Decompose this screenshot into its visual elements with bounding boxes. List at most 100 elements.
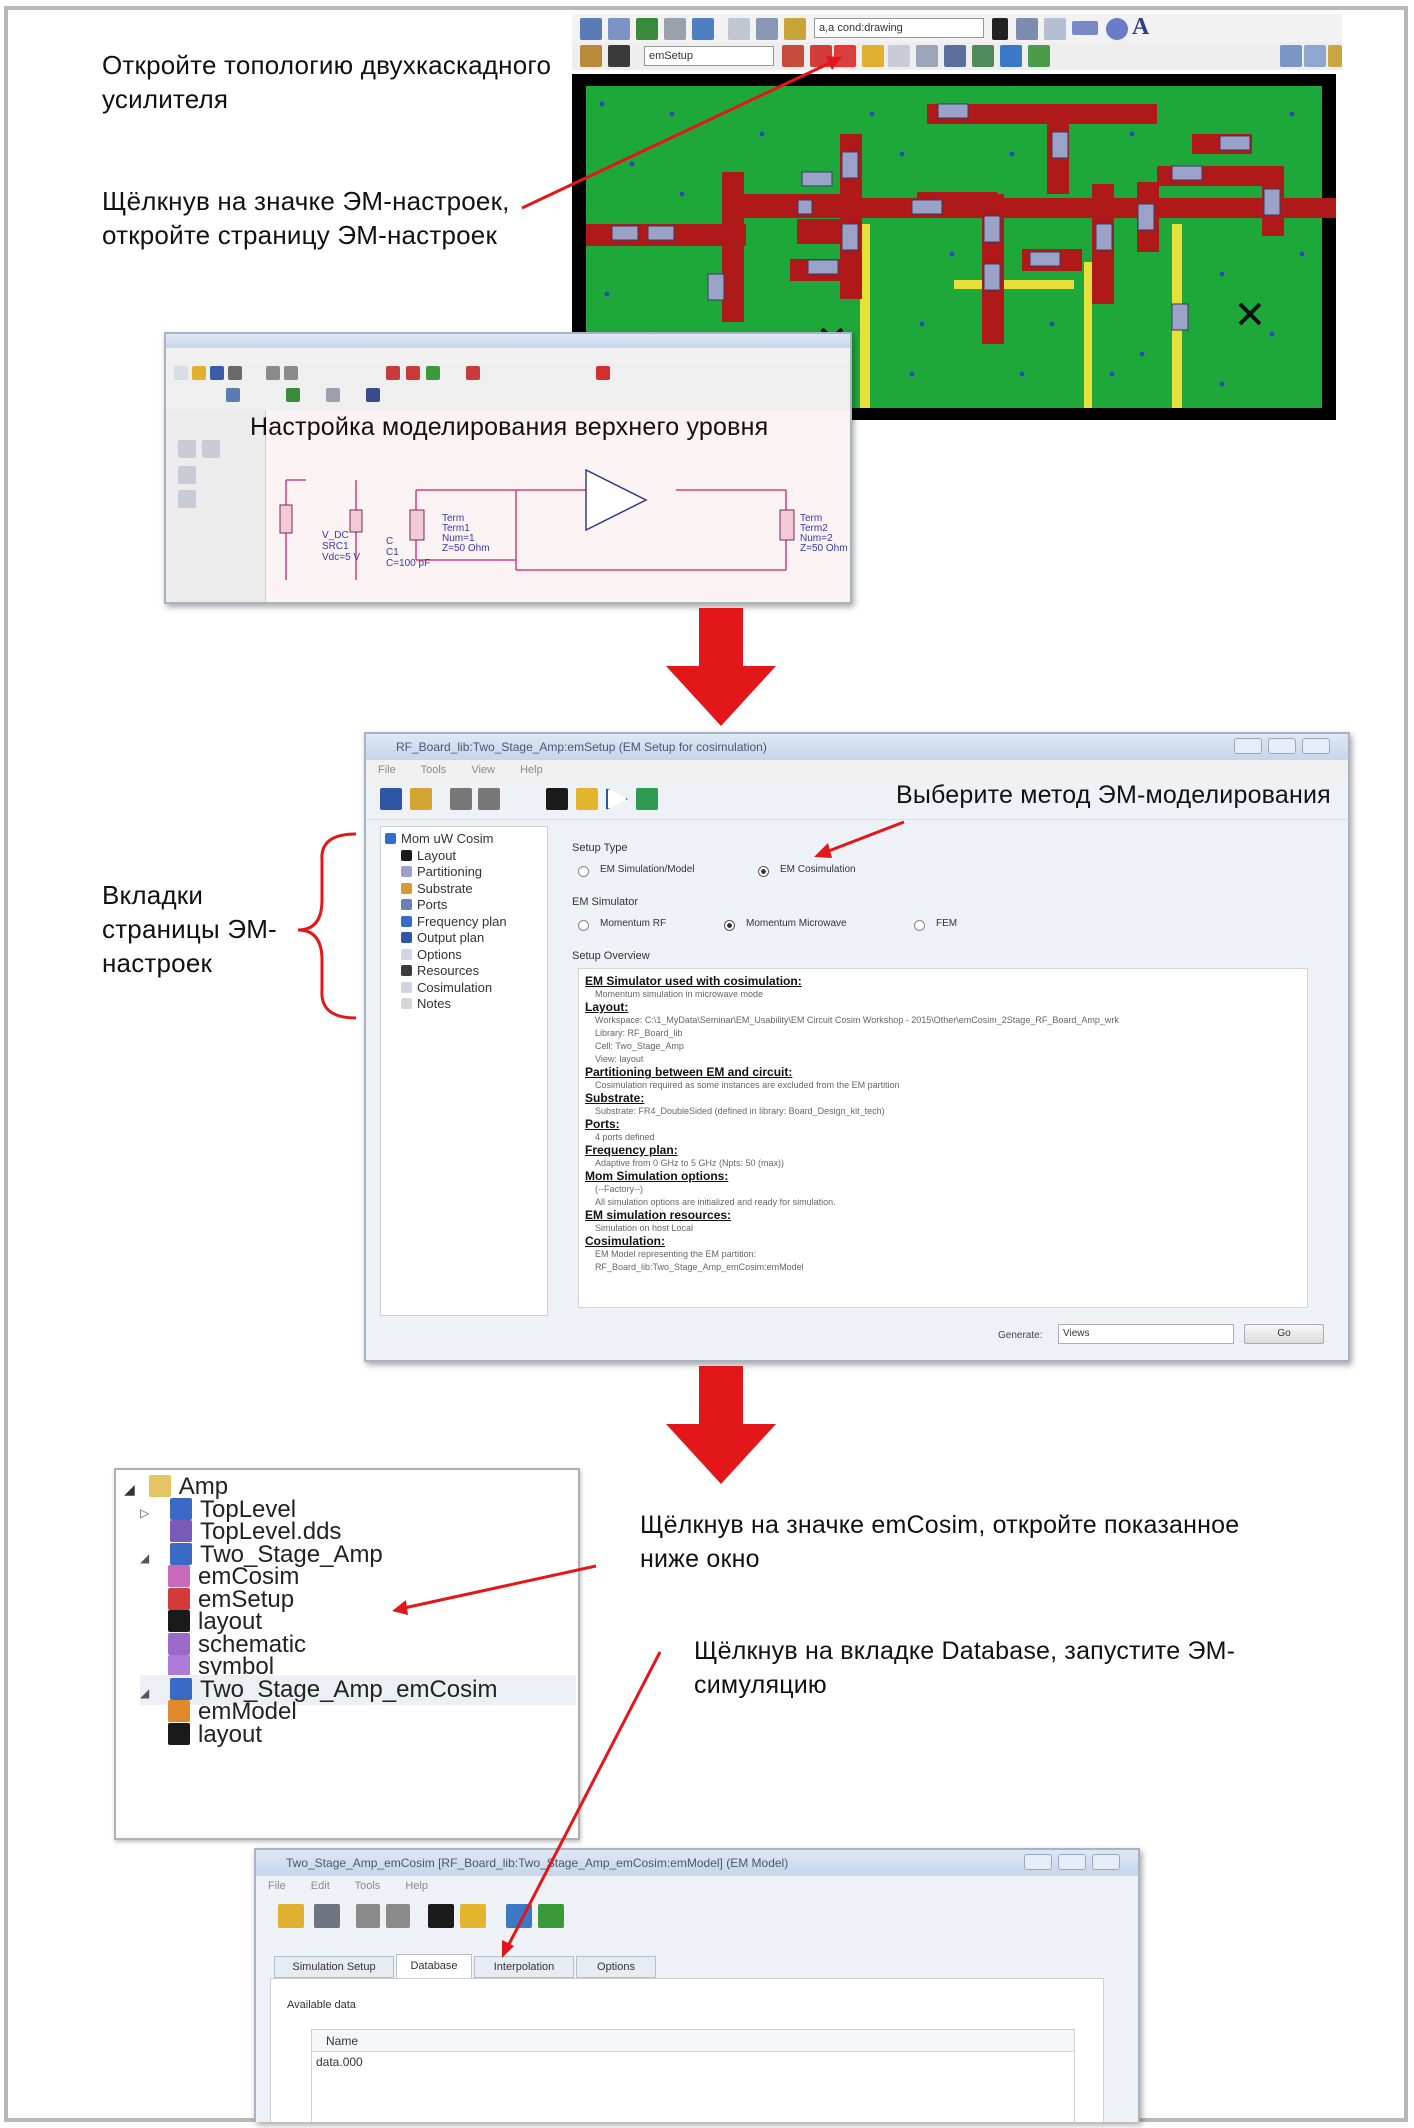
palette-icon[interactable] [178, 466, 196, 484]
wire-icon[interactable] [226, 388, 240, 402]
expand-triangle-icon[interactable]: ▷ [140, 1505, 150, 1520]
open-icon[interactable] [192, 366, 206, 380]
tree-item-cosimulation[interactable]: Cosimulation [385, 980, 543, 997]
tree-item-layout[interactable]: Layout [385, 848, 543, 865]
collapse-triangle-icon[interactable]: ◢ [140, 1550, 150, 1565]
rectangle-icon[interactable] [1072, 21, 1098, 35]
tune-icon[interactable] [406, 366, 420, 380]
redo-icon[interactable] [284, 366, 298, 380]
library-icon[interactable] [1000, 45, 1022, 67]
circle-icon[interactable] [1106, 18, 1128, 40]
radio-em-simulation-model[interactable] [578, 866, 589, 877]
close-button[interactable] [1302, 738, 1330, 754]
ground-icon[interactable] [286, 388, 300, 402]
tab-options[interactable]: Options [576, 1956, 656, 1978]
schematic-canvas[interactable]: V_DC SRC1 Vdc=5 V C C1 C=100 pF Term Ter… [266, 410, 850, 602]
undo-icon[interactable] [266, 366, 280, 380]
minimize-button[interactable] [1024, 1854, 1052, 1870]
maximize-button[interactable] [1268, 738, 1296, 754]
tree-item-frequency-plan[interactable]: Frequency plan [385, 914, 543, 931]
person-icon[interactable] [1028, 45, 1050, 67]
tab-interpolation[interactable]: Interpolation [474, 1956, 574, 1978]
simulate-icon[interactable] [466, 366, 480, 380]
tab-simulation-setup[interactable]: Simulation Setup [274, 1956, 394, 1978]
zoom-in-icon[interactable] [1280, 45, 1302, 67]
menu-edit[interactable]: Edit [310, 1880, 330, 1892]
generate-select[interactable]: Views [1058, 1324, 1234, 1344]
brackets-icon[interactable] [888, 45, 910, 67]
insert-icon[interactable] [580, 18, 602, 40]
zoom-area-icon[interactable] [580, 45, 602, 67]
layout-icon[interactable] [546, 788, 568, 810]
wire-icon[interactable] [608, 18, 630, 40]
close-button[interactable] [1092, 1854, 1120, 1870]
text-icon[interactable] [366, 388, 380, 402]
tree-root[interactable]: Mom uW Cosim [385, 831, 543, 848]
tree-item[interactable]: schematic [168, 1630, 306, 1660]
setup-select[interactable]: emSetup [644, 46, 774, 66]
radio-fem[interactable] [914, 920, 925, 931]
redo-icon[interactable] [386, 1904, 410, 1928]
new-icon[interactable] [174, 366, 188, 380]
component-icon[interactable] [386, 366, 400, 380]
tree-item[interactable]: emSetup [168, 1585, 294, 1615]
em-cosim-icon[interactable] [810, 45, 832, 67]
antenna-icon[interactable] [756, 18, 778, 40]
pin-icon[interactable] [728, 18, 750, 40]
collapse-triangle-icon[interactable]: ◢ [140, 1685, 150, 1700]
menu-help[interactable]: Help [405, 1880, 428, 1892]
column-header-name[interactable]: Name [312, 2030, 1074, 2052]
tree-item[interactable]: emModel [168, 1697, 297, 1727]
collapse-triangle-icon[interactable]: ◢ [124, 1481, 135, 1497]
layer-select[interactable]: a,a cond:drawing [814, 18, 984, 38]
menu-file[interactable]: File [268, 1880, 286, 1892]
palette-icon[interactable] [178, 440, 196, 458]
open-icon[interactable] [278, 1904, 304, 1928]
minimize-button[interactable] [1234, 738, 1262, 754]
tree-item-substrate[interactable]: Substrate [385, 881, 543, 898]
menu-file[interactable]: File [378, 764, 396, 776]
optimize-icon[interactable] [426, 366, 440, 380]
text-icon[interactable]: A [1132, 14, 1150, 40]
undo-icon[interactable] [450, 788, 472, 810]
tree-item[interactable]: ◢Two_Stage_Amp_emCosim [140, 1674, 576, 1705]
stop-icon[interactable] [596, 366, 610, 380]
simulate-icon[interactable] [782, 45, 804, 67]
tree-item-partitioning[interactable]: Partitioning [385, 864, 543, 881]
table-row[interactable]: data.000 [316, 2055, 363, 2069]
results-icon[interactable] [460, 1904, 486, 1928]
zoom-out-icon[interactable] [1304, 45, 1326, 67]
view-3d-icon[interactable] [972, 45, 994, 67]
tree-item[interactable]: layout [168, 1607, 262, 1637]
cosim-icon[interactable] [636, 788, 658, 810]
path-icon[interactable] [992, 18, 1008, 40]
open-icon[interactable] [410, 788, 432, 810]
palette-icon[interactable] [202, 440, 220, 458]
tree-item[interactable]: TopLevel.dds [140, 1517, 341, 1547]
layout-icon[interactable] [428, 1904, 454, 1928]
radio-momentum-rf[interactable] [578, 920, 589, 931]
tree-item-notes[interactable]: Notes [385, 996, 543, 1013]
measure-icon[interactable] [608, 45, 630, 67]
ruler-icon[interactable] [1328, 45, 1342, 67]
save-icon[interactable] [210, 366, 224, 380]
results-icon[interactable] [576, 788, 598, 810]
radio-momentum-microwave[interactable] [724, 920, 735, 931]
mesh-icon[interactable] [944, 45, 966, 67]
radio-em-cosimulation[interactable] [758, 866, 769, 877]
tree-item-output-plan[interactable]: Output plan [385, 930, 543, 947]
tree-root-amp[interactable]: ◢Amp [124, 1472, 228, 1502]
arrow-up-icon[interactable] [692, 18, 714, 40]
menu-help[interactable]: Help [520, 764, 543, 776]
em-setup-icon[interactable] [834, 45, 856, 67]
port-icon[interactable] [664, 18, 686, 40]
tree-item-resources[interactable]: Resources [385, 963, 543, 980]
polygon-icon[interactable] [1016, 18, 1038, 40]
tree-item[interactable]: layout [168, 1720, 262, 1750]
tree-item-ports[interactable]: Ports [385, 897, 543, 914]
menu-tools[interactable]: Tools [354, 1880, 381, 1892]
results-icon[interactable] [862, 45, 884, 67]
pencil-icon[interactable] [784, 18, 806, 40]
diamond-icon[interactable] [1044, 18, 1066, 40]
tree-item-options[interactable]: Options [385, 947, 543, 964]
